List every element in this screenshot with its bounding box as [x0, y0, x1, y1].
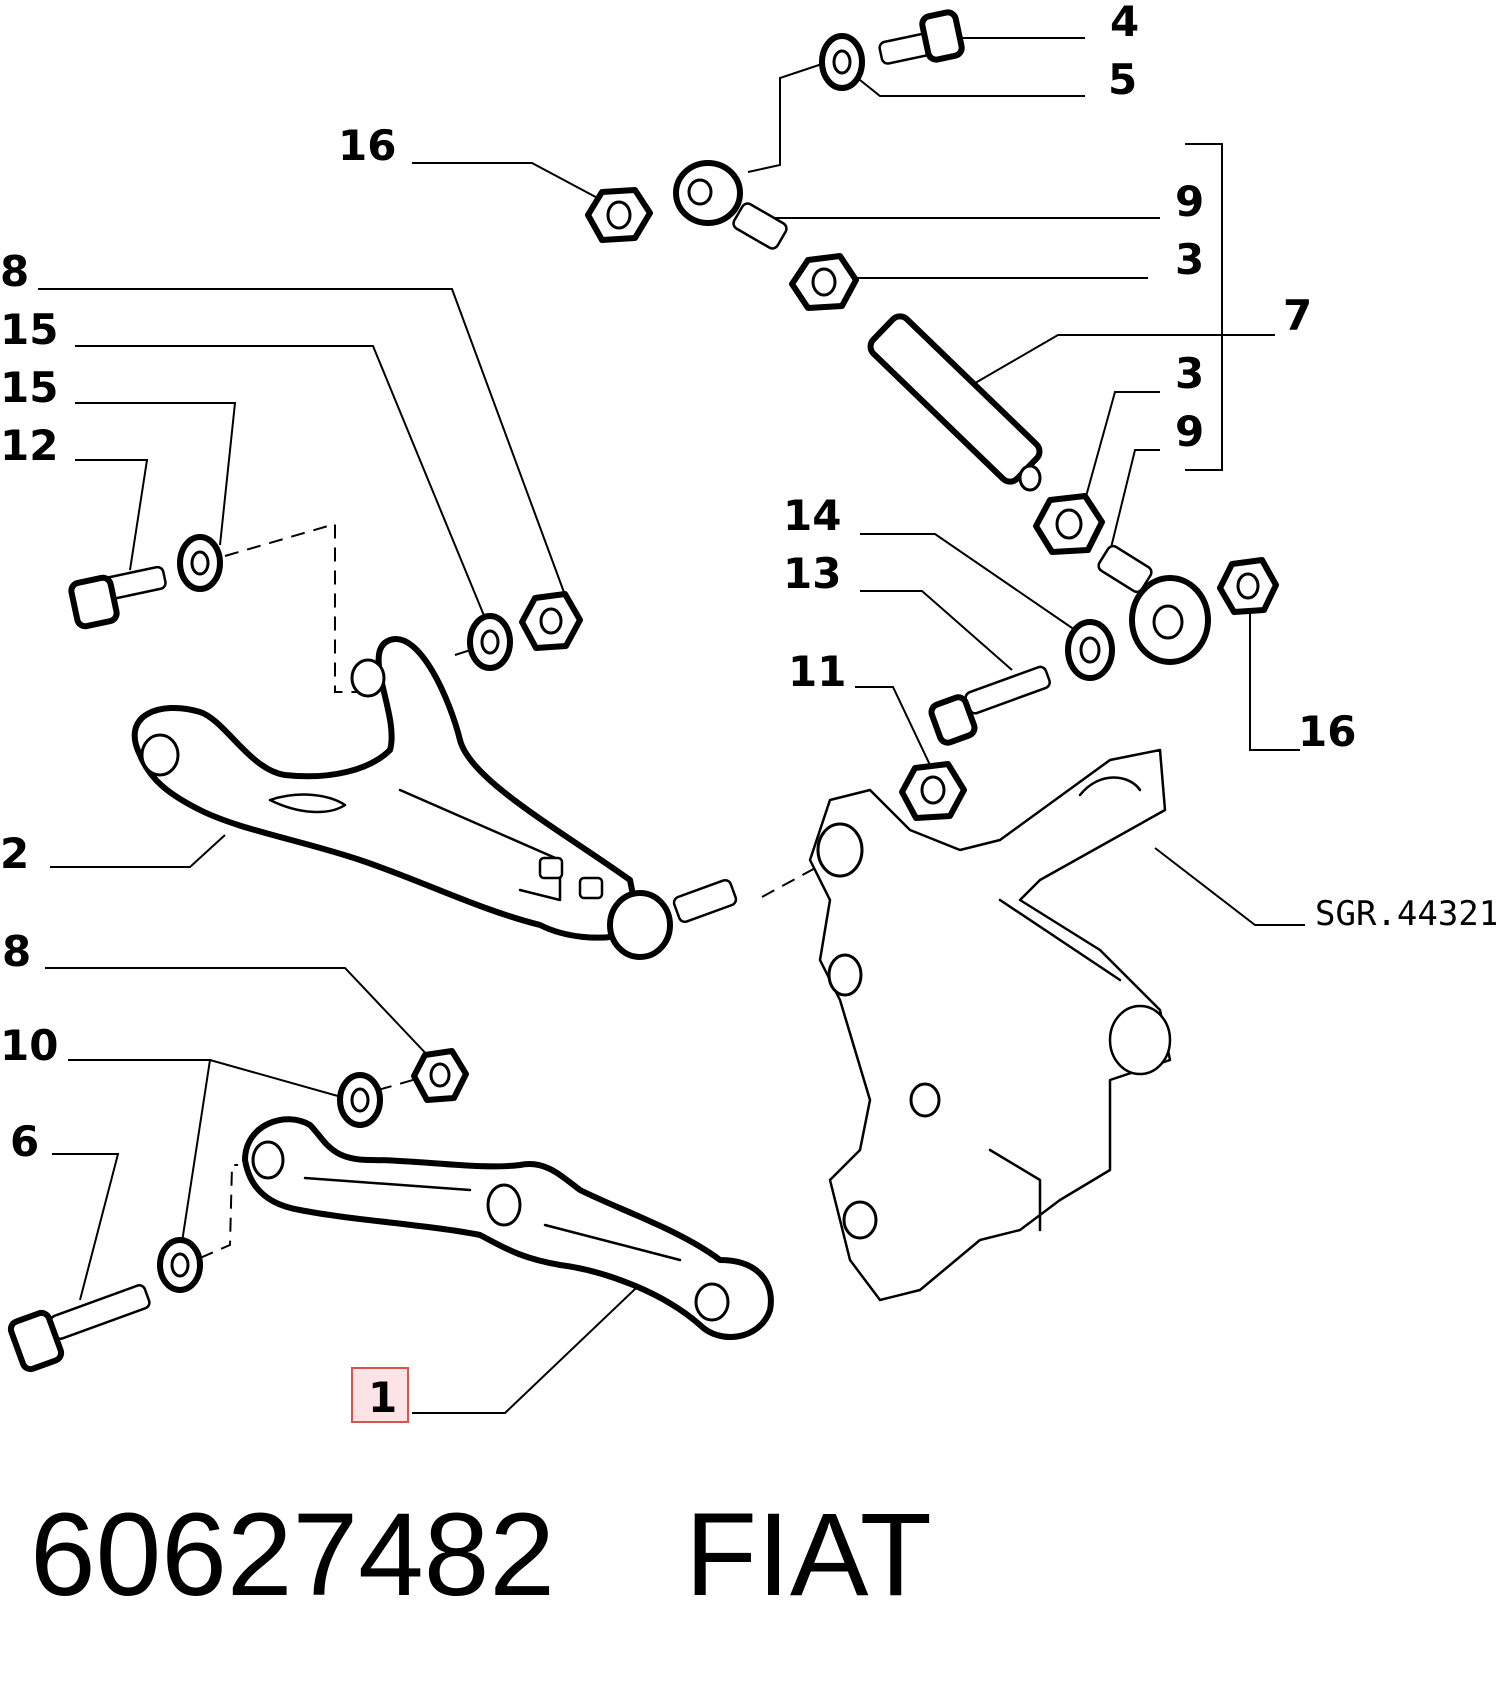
callout-4: 4: [1110, 0, 1139, 46]
nut-16-right: [1217, 557, 1279, 615]
upper-control-arm-2: [131, 636, 738, 960]
callout-16-top: 16: [338, 121, 396, 170]
callout-15-b: 15: [0, 363, 58, 412]
callout-9-mid: 9: [1175, 407, 1204, 456]
rod-end-9-mid: [1097, 544, 1211, 665]
nut-8-bottom: [411, 1048, 469, 1103]
leader-lines: [38, 37, 1305, 1414]
callout-7: 7: [1283, 291, 1312, 340]
adjuster-rod-7: [867, 313, 1043, 492]
callout-14: 14: [783, 491, 841, 540]
callout-11: 11: [788, 647, 846, 696]
callout-5: 5: [1108, 55, 1137, 104]
brand-name: FIAT: [685, 1489, 932, 1621]
callout-6: 6: [10, 1117, 39, 1166]
callout-3-mid: 3: [1175, 349, 1204, 398]
bolt-12: [68, 565, 167, 630]
washer-15-a: [467, 613, 513, 671]
callout-1: 1: [368, 1373, 397, 1422]
callout-3-top: 3: [1175, 235, 1204, 284]
callout-10: 10: [0, 1021, 58, 1070]
callout-2: 2: [0, 829, 29, 878]
callout-9-top: 9: [1175, 177, 1204, 226]
bolt-4: [878, 9, 965, 65]
washer-5: [819, 33, 865, 91]
washer-15-b: [177, 534, 223, 592]
bolt-6: [7, 1284, 151, 1373]
callout-labels: 4 5 16 9 3 7 3 9 8 15 15 12 14 13 11 16 …: [0, 0, 1496, 1423]
washer-10-a: [337, 1072, 383, 1128]
hub-carrier: [808, 748, 1172, 1302]
nut-3-mid: [1033, 493, 1105, 555]
callout-16-right: 16: [1298, 707, 1356, 756]
callout-12: 12: [0, 421, 58, 470]
part-number: 60627482: [30, 1489, 555, 1621]
callout-15-a: 15: [0, 305, 58, 354]
callout-8-top: 8: [0, 247, 29, 296]
reference-code: SGR.44321: [1315, 894, 1496, 934]
callout-1-highlight: [351, 1367, 409, 1423]
rod-end-9-top: [673, 160, 788, 250]
washer-14: [1065, 619, 1115, 681]
nut-11: [899, 761, 967, 821]
bolt-13: [928, 665, 1051, 746]
callout-8-bottom: 8: [2, 927, 31, 976]
washer-10-b: [157, 1237, 203, 1293]
nut-3-top: [789, 253, 859, 311]
callout-13: 13: [783, 549, 841, 598]
nut-8-top: [519, 591, 583, 651]
nut-16-top: [585, 187, 653, 243]
lower-control-arm-1: [242, 1116, 774, 1340]
